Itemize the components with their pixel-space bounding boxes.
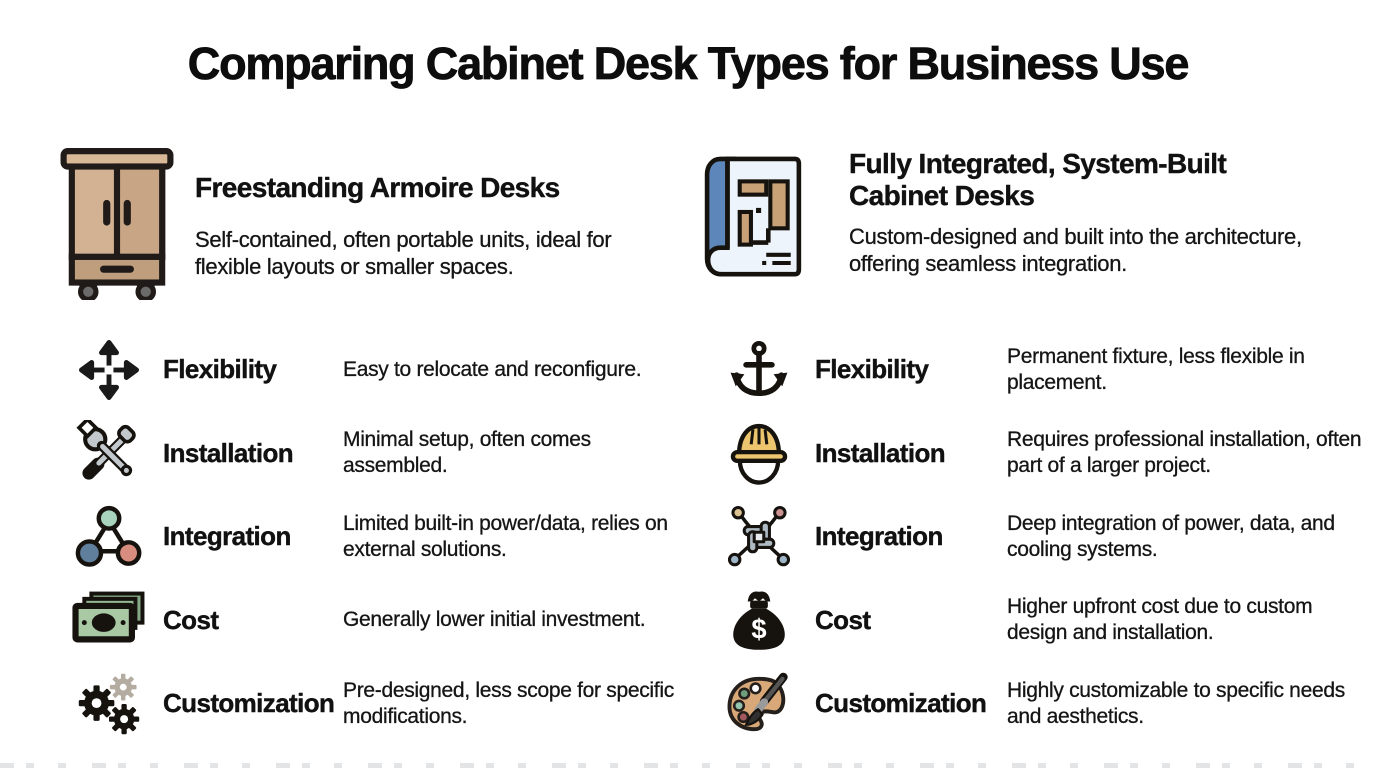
feature-label: Flexibility [163,354,277,385]
column-title: Freestanding Armoire Desks [195,172,561,203]
feature-row-installation: Installation Requires professional insta… [703,412,1373,496]
feature-label: Cost [815,604,871,635]
feature-row-integration: Integration Deep integration of power, d… [703,495,1373,579]
feature-row-installation: Installation Minimal setup, often comes … [55,412,705,496]
column-header-text: Fully Integrated, System-Built Cabinet D… [849,146,1329,280]
page-title: Comparing Cabinet Desk Types for Busines… [187,38,1189,90]
tools-icon [76,420,142,486]
feature-label: Customization [815,688,987,719]
column-header: Fully Integrated, System-Built Cabinet D… [703,146,1373,280]
column-description: Self-contained, often portable units, id… [195,226,612,280]
feature-description: Easy to relocate and reconfigure. [343,357,642,381]
palette-icon [724,671,794,737]
feature-description: Pre-designed, less scope for specific mo… [343,678,675,728]
feature-row-flexibility: Flexibility Permanent fixture, less flex… [703,328,1373,412]
anchor-icon [728,338,790,402]
column-title: Fully Integrated, System-Built Cabinet D… [849,148,1227,211]
molecule-icon [75,505,143,569]
feature-label: Flexibility [815,354,929,385]
column-header-text: Freestanding Armoire Desks Self-containe… [195,146,645,300]
feature-label: Customization [163,688,335,719]
feature-label: Installation [815,437,946,468]
move-arrows-icon [77,338,141,402]
armoire-icon [55,146,179,300]
feature-description: Highly customizable to specific needs an… [1007,678,1346,728]
feature-description: Deep integration of power, data, and coo… [1007,511,1335,561]
gears-icon [74,672,144,736]
column-integrated: Fully Integrated, System-Built Cabinet D… [703,146,1373,731]
feature-label: Installation [163,437,294,468]
column-freestanding: Freestanding Armoire Desks Self-containe… [55,146,705,734]
feature-description: Requires professional installation, ofte… [1007,428,1362,478]
feature-description: Limited built-in power/data, relies on e… [343,511,668,561]
dollar-glyph: $ [751,614,766,645]
money-bag-icon: $ [730,587,788,653]
feature-list: Flexibility Easy to relocate and reconfi… [55,328,705,746]
feature-description: Minimal setup, often comes assembled. [343,428,591,478]
feature-row-customization: Customization Pre-designed, less scope f… [55,662,705,746]
feature-row-customization: Customization Highly customizable to spe… [703,662,1373,746]
knot-icon [726,504,792,570]
feature-row-cost: Cost Generally lower initial investment. [55,579,705,663]
column-description: Custom-designed and built into the archi… [849,223,1302,277]
feature-description: Generally lower initial investment. [343,608,646,632]
feature-row-cost: $ Cost Higher upfront cost due to custom… [703,579,1373,663]
feature-list: Flexibility Permanent fixture, less flex… [703,328,1373,746]
blueprint-icon [703,146,805,280]
banknotes-icon [72,588,146,652]
feature-row-flexibility: Flexibility Easy to relocate and reconfi… [55,328,705,412]
hard-hat-icon [726,420,792,486]
feature-label: Integration [815,521,944,552]
feature-description: Permanent fixture, less flexible in plac… [1007,344,1305,394]
cropped-next-row-hint [0,763,1376,768]
column-header: Freestanding Armoire Desks Self-containe… [55,146,705,300]
feature-label: Cost [163,604,219,635]
feature-label: Integration [163,521,292,552]
feature-description: Higher upfront cost due to custom design… [1007,595,1313,645]
feature-row-integration: Integration Limited built-in power/data,… [55,495,705,579]
